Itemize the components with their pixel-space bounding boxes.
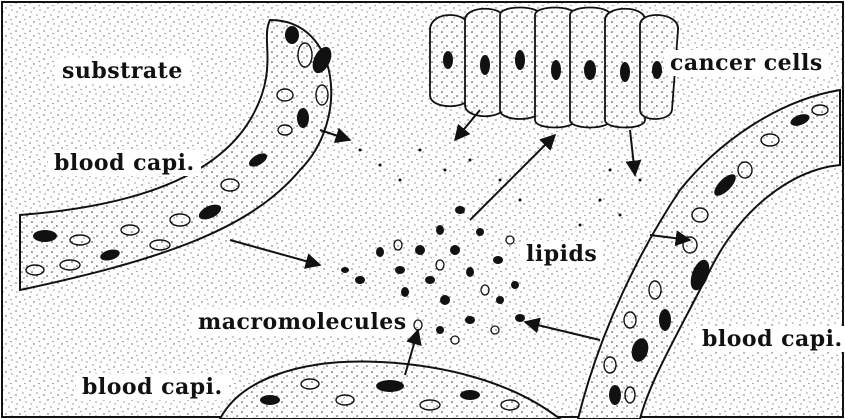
label-cancer-cells: cancer cells bbox=[664, 50, 829, 76]
label-substrate: substrate bbox=[56, 58, 189, 84]
cancer-cells-cluster bbox=[430, 8, 678, 128]
label-lipids: lipids bbox=[520, 241, 603, 267]
label-blood-capillary-bottom-left: blood capi. bbox=[76, 374, 229, 400]
label-blood-capillary-top-left: blood capi. bbox=[48, 150, 201, 176]
label-macromolecules: macromolecules bbox=[192, 309, 413, 335]
label-blood-capillary-right: blood capi. bbox=[696, 326, 845, 352]
